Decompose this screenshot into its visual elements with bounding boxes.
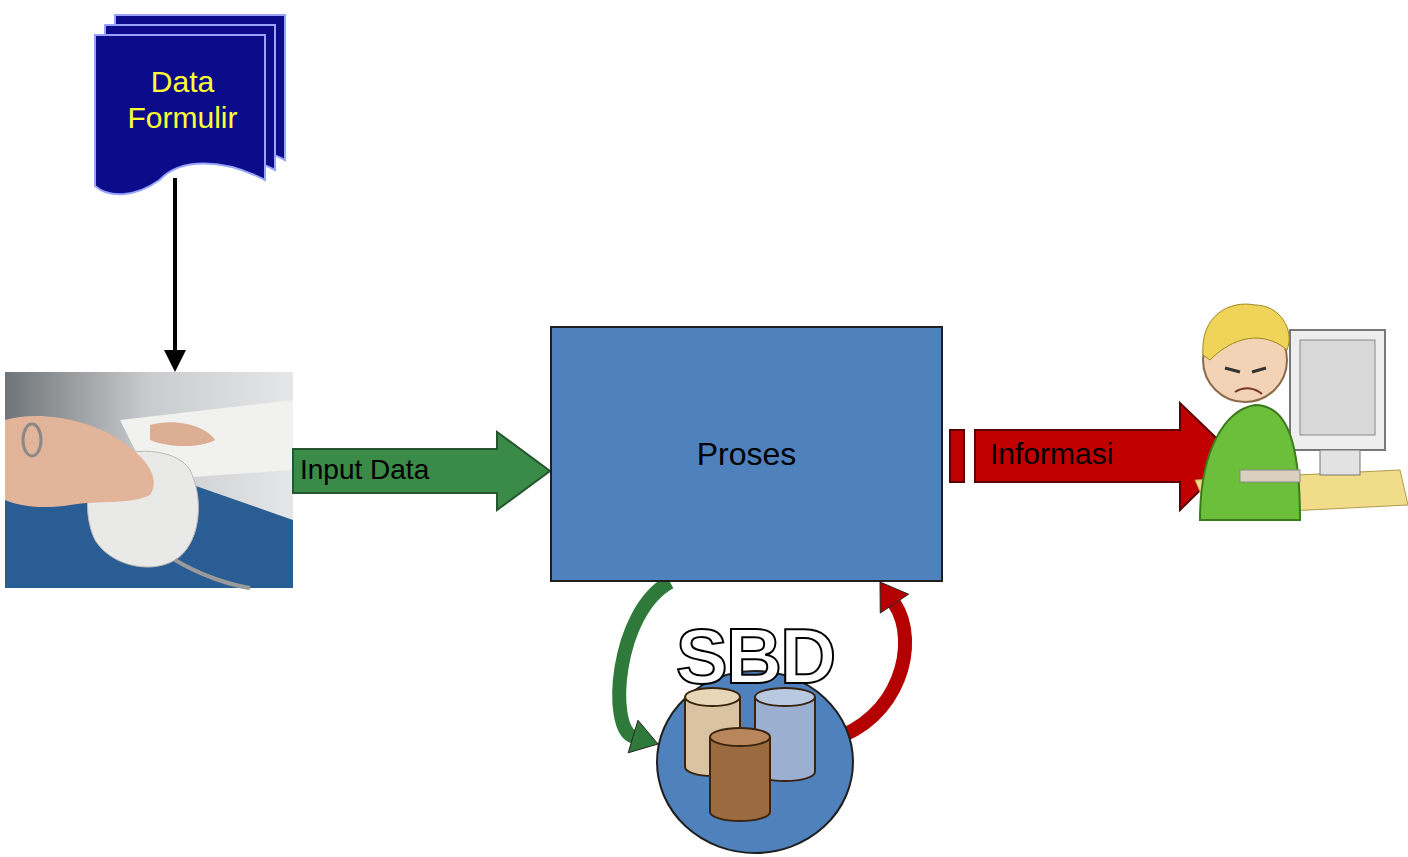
process-label: Proses <box>697 436 797 473</box>
mouse-photo <box>5 372 293 588</box>
user-figure <box>1195 304 1408 520</box>
database-symbol: SBD <box>650 612 860 855</box>
arrow-label: Informasi <box>990 437 1113 471</box>
document-title: Data Formulir <box>108 64 258 136</box>
output-bar <box>950 430 964 482</box>
process-box: Proses <box>550 326 943 582</box>
flow-arrow <box>619 582 670 753</box>
arrow-label: Input Data <box>300 454 429 486</box>
arrow-head <box>164 350 186 372</box>
database-label: SBD <box>676 614 835 698</box>
document-stack: Data Formulir <box>95 35 270 185</box>
leader-arrow <box>173 178 177 352</box>
document-shape <box>95 5 300 195</box>
output-arrow <box>975 403 1235 510</box>
flow-arrow <box>830 582 909 740</box>
input-arrow <box>293 432 550 510</box>
